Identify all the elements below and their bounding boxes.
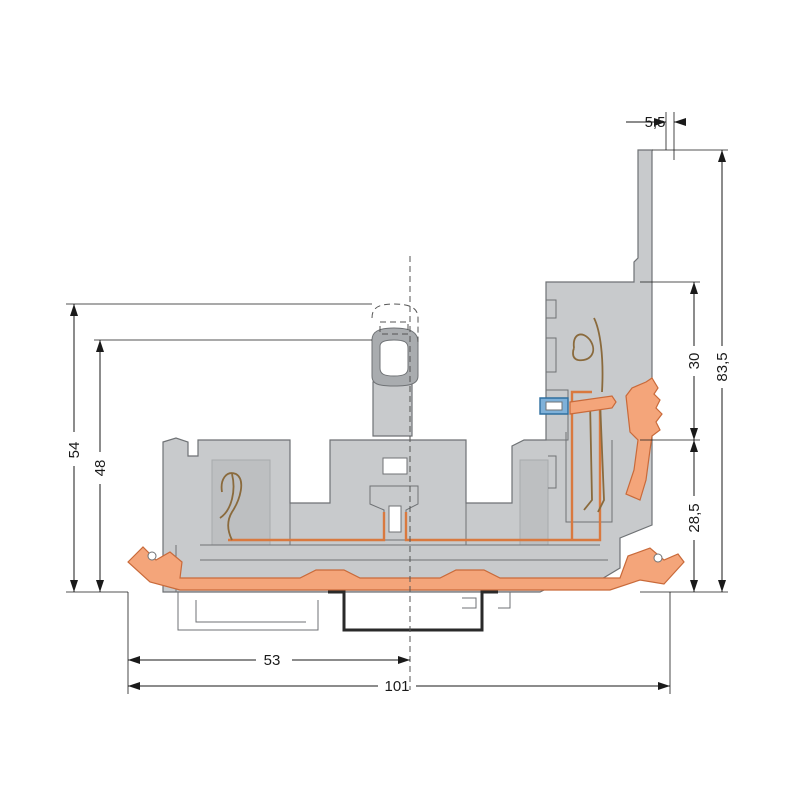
dim-label-54: 54 <box>66 442 83 459</box>
dim-width-101: 101 <box>127 592 671 695</box>
dim-width-53: 53 <box>128 652 410 669</box>
dim-label-83-5: 83,5 <box>714 352 731 381</box>
terminal-housing <box>162 149 653 593</box>
dim-width-5-5: 5,5 <box>626 112 686 160</box>
dim-label-48: 48 <box>92 460 109 477</box>
dim-label-30: 30 <box>686 353 703 370</box>
dim-height-28-5: 28,5 <box>686 440 703 592</box>
dim-label-5-5: 5,5 <box>645 114 666 131</box>
marker-and-lever <box>539 377 663 501</box>
dim-height-54: 54 <box>66 303 372 593</box>
dim-height-83-5: 83,5 <box>640 149 731 593</box>
conductor-paths <box>219 317 605 542</box>
dim-height-30: 30 <box>640 281 703 441</box>
dim-label-28-5: 28,5 <box>686 503 703 532</box>
din-rail <box>177 590 511 632</box>
dim-height-48: 48 <box>92 339 372 592</box>
jumper-bar <box>127 546 685 591</box>
dim-label-53: 53 <box>264 652 281 669</box>
dim-label-101: 101 <box>384 678 409 695</box>
